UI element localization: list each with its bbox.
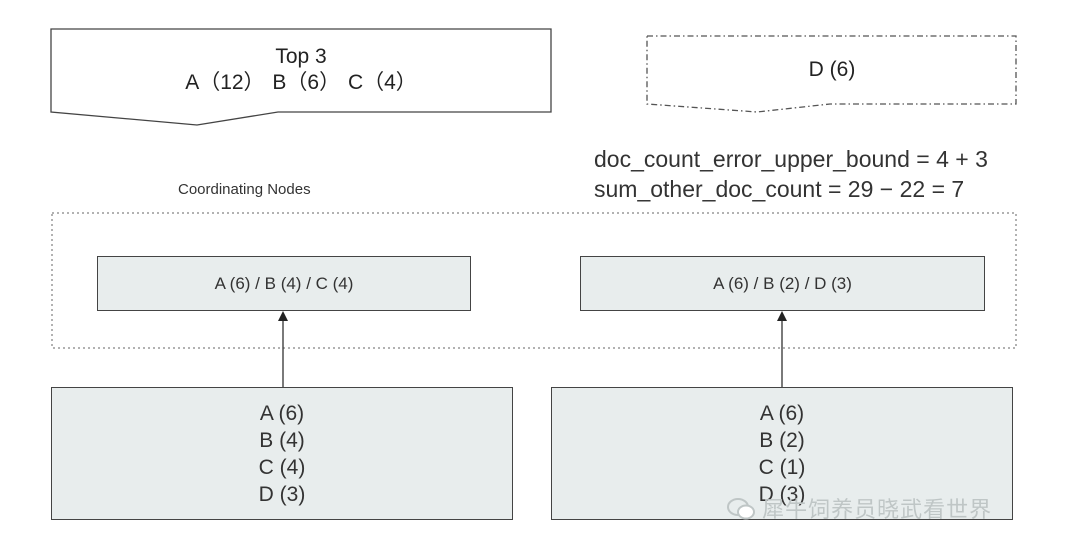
top3-item-c: C（4）: [347, 71, 417, 94]
watermark-text: 犀牛饲养员晓武看世界: [762, 497, 993, 522]
arrow-left-shard-to-coordinator: [278, 311, 288, 387]
shard-left-term: C (4): [258, 455, 306, 479]
coordinating-nodes-region: [51, 212, 1017, 349]
coordinating-nodes-label: Coordinating Nodes: [178, 181, 311, 198]
watermark: 犀牛饲养员晓武看世界: [727, 496, 992, 524]
doc-count-error-formula: doc_count_error_upper_bound = 4 + 3: [594, 146, 988, 172]
top3-title: Top 3: [275, 45, 327, 68]
arrow-right-shard-to-coordinator: [777, 311, 787, 387]
shard-right-term: B (2): [759, 428, 805, 452]
missed-d-shape: [646, 35, 1017, 113]
coordinator-result-left: A (6) / B (4) / C (4): [97, 256, 471, 311]
missed-d-label: D (6): [808, 58, 856, 81]
shard-right-term: A (6): [759, 401, 805, 425]
top3-result-shape: [50, 28, 552, 126]
shard-left-term: A (6): [259, 401, 305, 425]
top3-item-b: B（6）: [272, 71, 341, 94]
coordinator-result-right: A (6) / B (2) / D (3): [580, 256, 985, 311]
shard-right-term: C (1): [758, 455, 806, 479]
shard-right: A (6) B (2) C (1) D (3): [551, 387, 1013, 520]
shard-left-term: B (4): [259, 428, 305, 452]
top3-item-a: A（12）: [185, 71, 265, 94]
sum-other-doc-count-formula: sum_other_doc_count = 29 − 22 = 7: [594, 176, 965, 202]
wechat-icon: [727, 497, 762, 522]
shard-right-term: D (3): [758, 482, 806, 506]
shard-left: A (6) B (4) C (4) D (3): [51, 387, 513, 520]
shard-left-term: D (3): [258, 482, 306, 506]
top3-items: A（12） B（6） C（4）: [52, 70, 550, 96]
